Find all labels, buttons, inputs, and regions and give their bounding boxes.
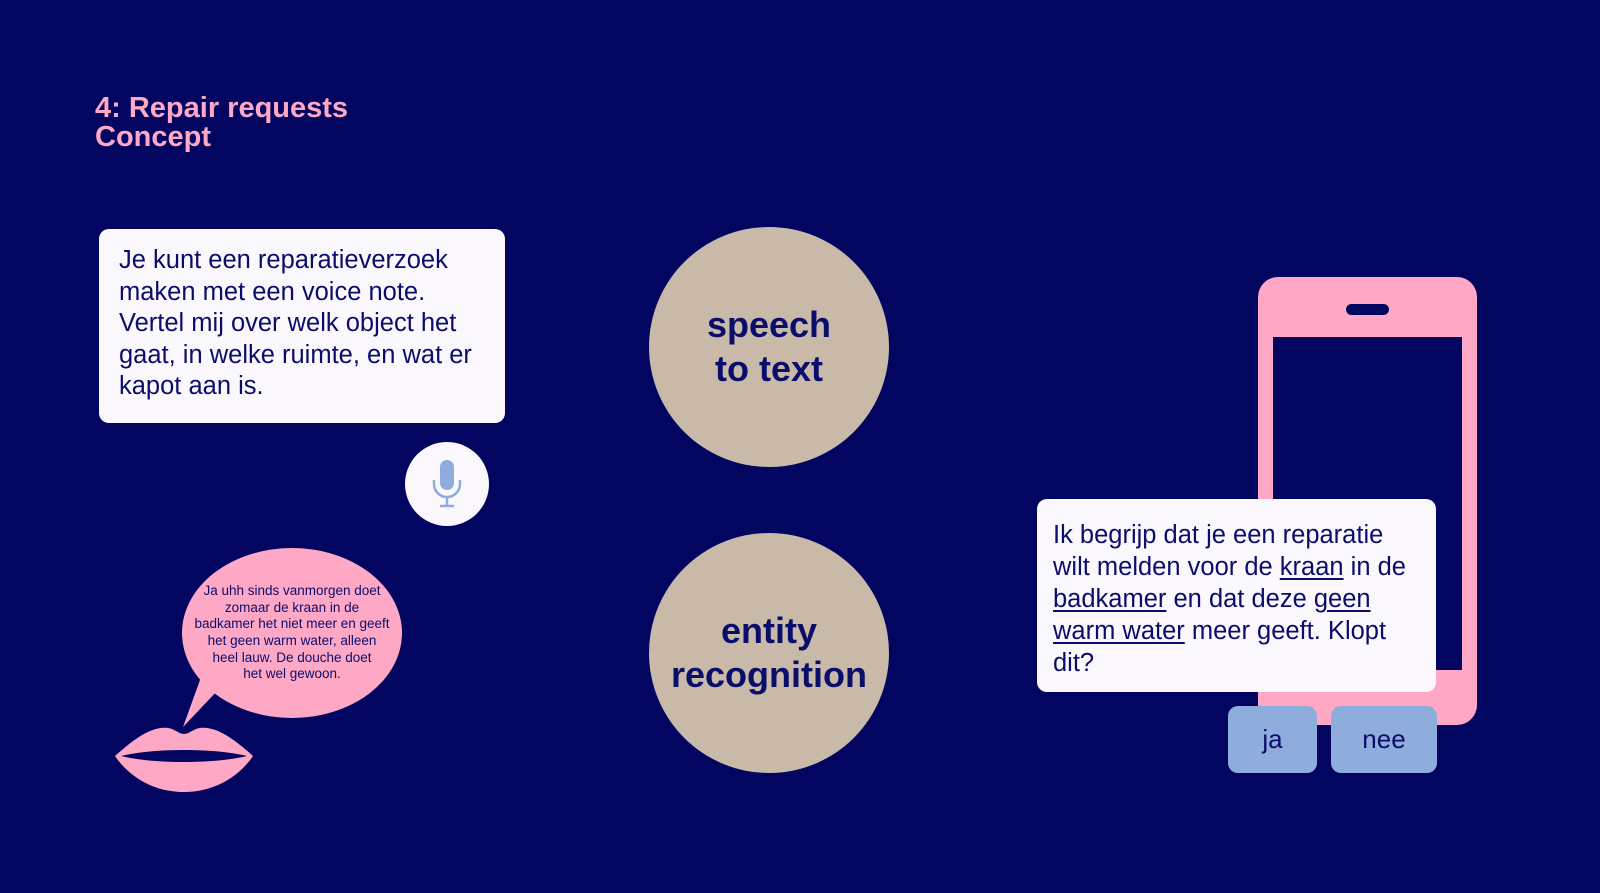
user-speech-text-end: het wel gewoon. [243,666,341,682]
step1-line1: speech [706,304,832,345]
lips-icon [115,727,253,792]
yes-button[interactable]: ja [1228,706,1317,773]
step1-line2: to text [714,348,823,389]
step2-line1: entity [720,610,817,651]
user-speech-text: Ja uhh sinds vanmorgen doet zomaar de kr… [194,583,390,665]
entity-object: kraan [1279,553,1344,581]
step2-line2: recognition [671,654,867,695]
confirmation-text: in de [1343,553,1406,581]
entity-problem: geen warm water [1053,585,1371,645]
confirmation-text: meer geeft. Klopt dit? [1053,617,1387,677]
title-line-2: Concept [95,121,211,153]
microphone-icon [432,460,462,508]
title-line-1: 4: Repair requests [95,92,349,124]
speech-bubble-tail [183,680,218,727]
confirmation-bubble: Ik begrijp dat je een reparatie wilt mel… [1037,499,1436,692]
confirmation-text: en dat deze [1166,585,1314,613]
user-speech-bubble: Ja uhh sinds vanmorgen doet zomaar de kr… [182,548,402,718]
phone-speaker [1346,304,1389,315]
assistant-prompt-bubble: Je kunt een reparatieverzoek maken met e… [99,229,505,423]
no-button[interactable]: nee [1331,706,1437,773]
microphone-button[interactable] [405,442,489,526]
entity-room: badkamer [1053,585,1167,613]
confirmation-text: Ik begrijp dat je een reparatie wilt mel… [1053,521,1384,581]
slide-title: 4: Repair requests Concept [95,94,348,152]
